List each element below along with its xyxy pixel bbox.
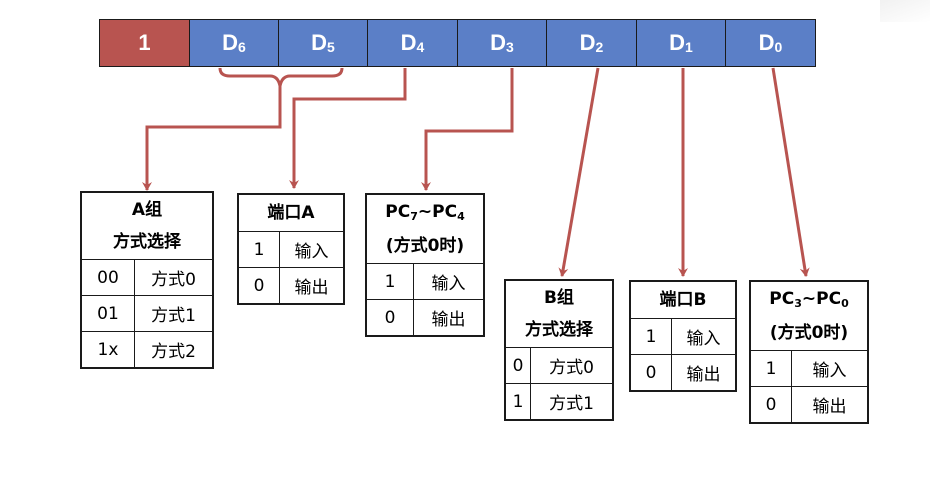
port-a-title: 端口A [267,203,315,223]
arrow-d2-groupb [558,67,600,277]
group-a-subtitle: 方式选择 [113,232,181,252]
pc-high-subtitle: (方式0时) [385,236,465,256]
group-a-title: A组 [131,200,163,220]
group-b-title: B组 [544,288,574,308]
background-decoration [880,0,930,22]
arrow-d4-porta [289,68,407,189]
arrow-d6d5-groupa [142,86,282,191]
arrow-d3-pchigh [421,68,514,191]
pc-high-title: PC7~PC4 [385,202,465,223]
port-b-title: 端口B [659,290,707,310]
group-b-subtitle: 方式选择 [525,320,593,340]
pc-low-title: PC3~PC0 [769,289,849,310]
arrow-d0-pclow [771,67,810,277]
pc-low-subtitle: (方式0时) [769,323,849,343]
brace-d6-d5 [218,67,344,87]
